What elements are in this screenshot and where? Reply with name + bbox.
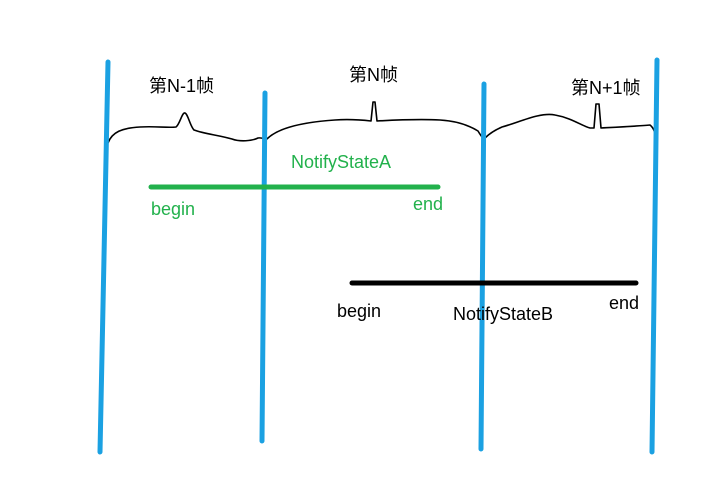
notify-state-a-end: end <box>413 194 443 214</box>
frame-divider-3 <box>478 81 487 452</box>
notify-state-b-begin: begin <box>337 301 381 321</box>
notify-state-b-end: end <box>609 293 639 313</box>
notify-state-a-name: NotifyStateA <box>291 152 391 172</box>
frame-divider-4 <box>649 57 660 455</box>
frame-label-prev: 第N-1帧 <box>149 76 214 96</box>
notify-state-a-begin: begin <box>151 199 195 219</box>
notify-state-b-name: NotifyStateB <box>453 304 553 324</box>
frame-label-current: 第N帧 <box>349 65 398 85</box>
frame-divider-2 <box>259 90 268 444</box>
frame-waveform <box>107 101 658 144</box>
frame-label-next: 第N+1帧 <box>571 78 641 98</box>
frame-divider-1 <box>97 59 111 455</box>
